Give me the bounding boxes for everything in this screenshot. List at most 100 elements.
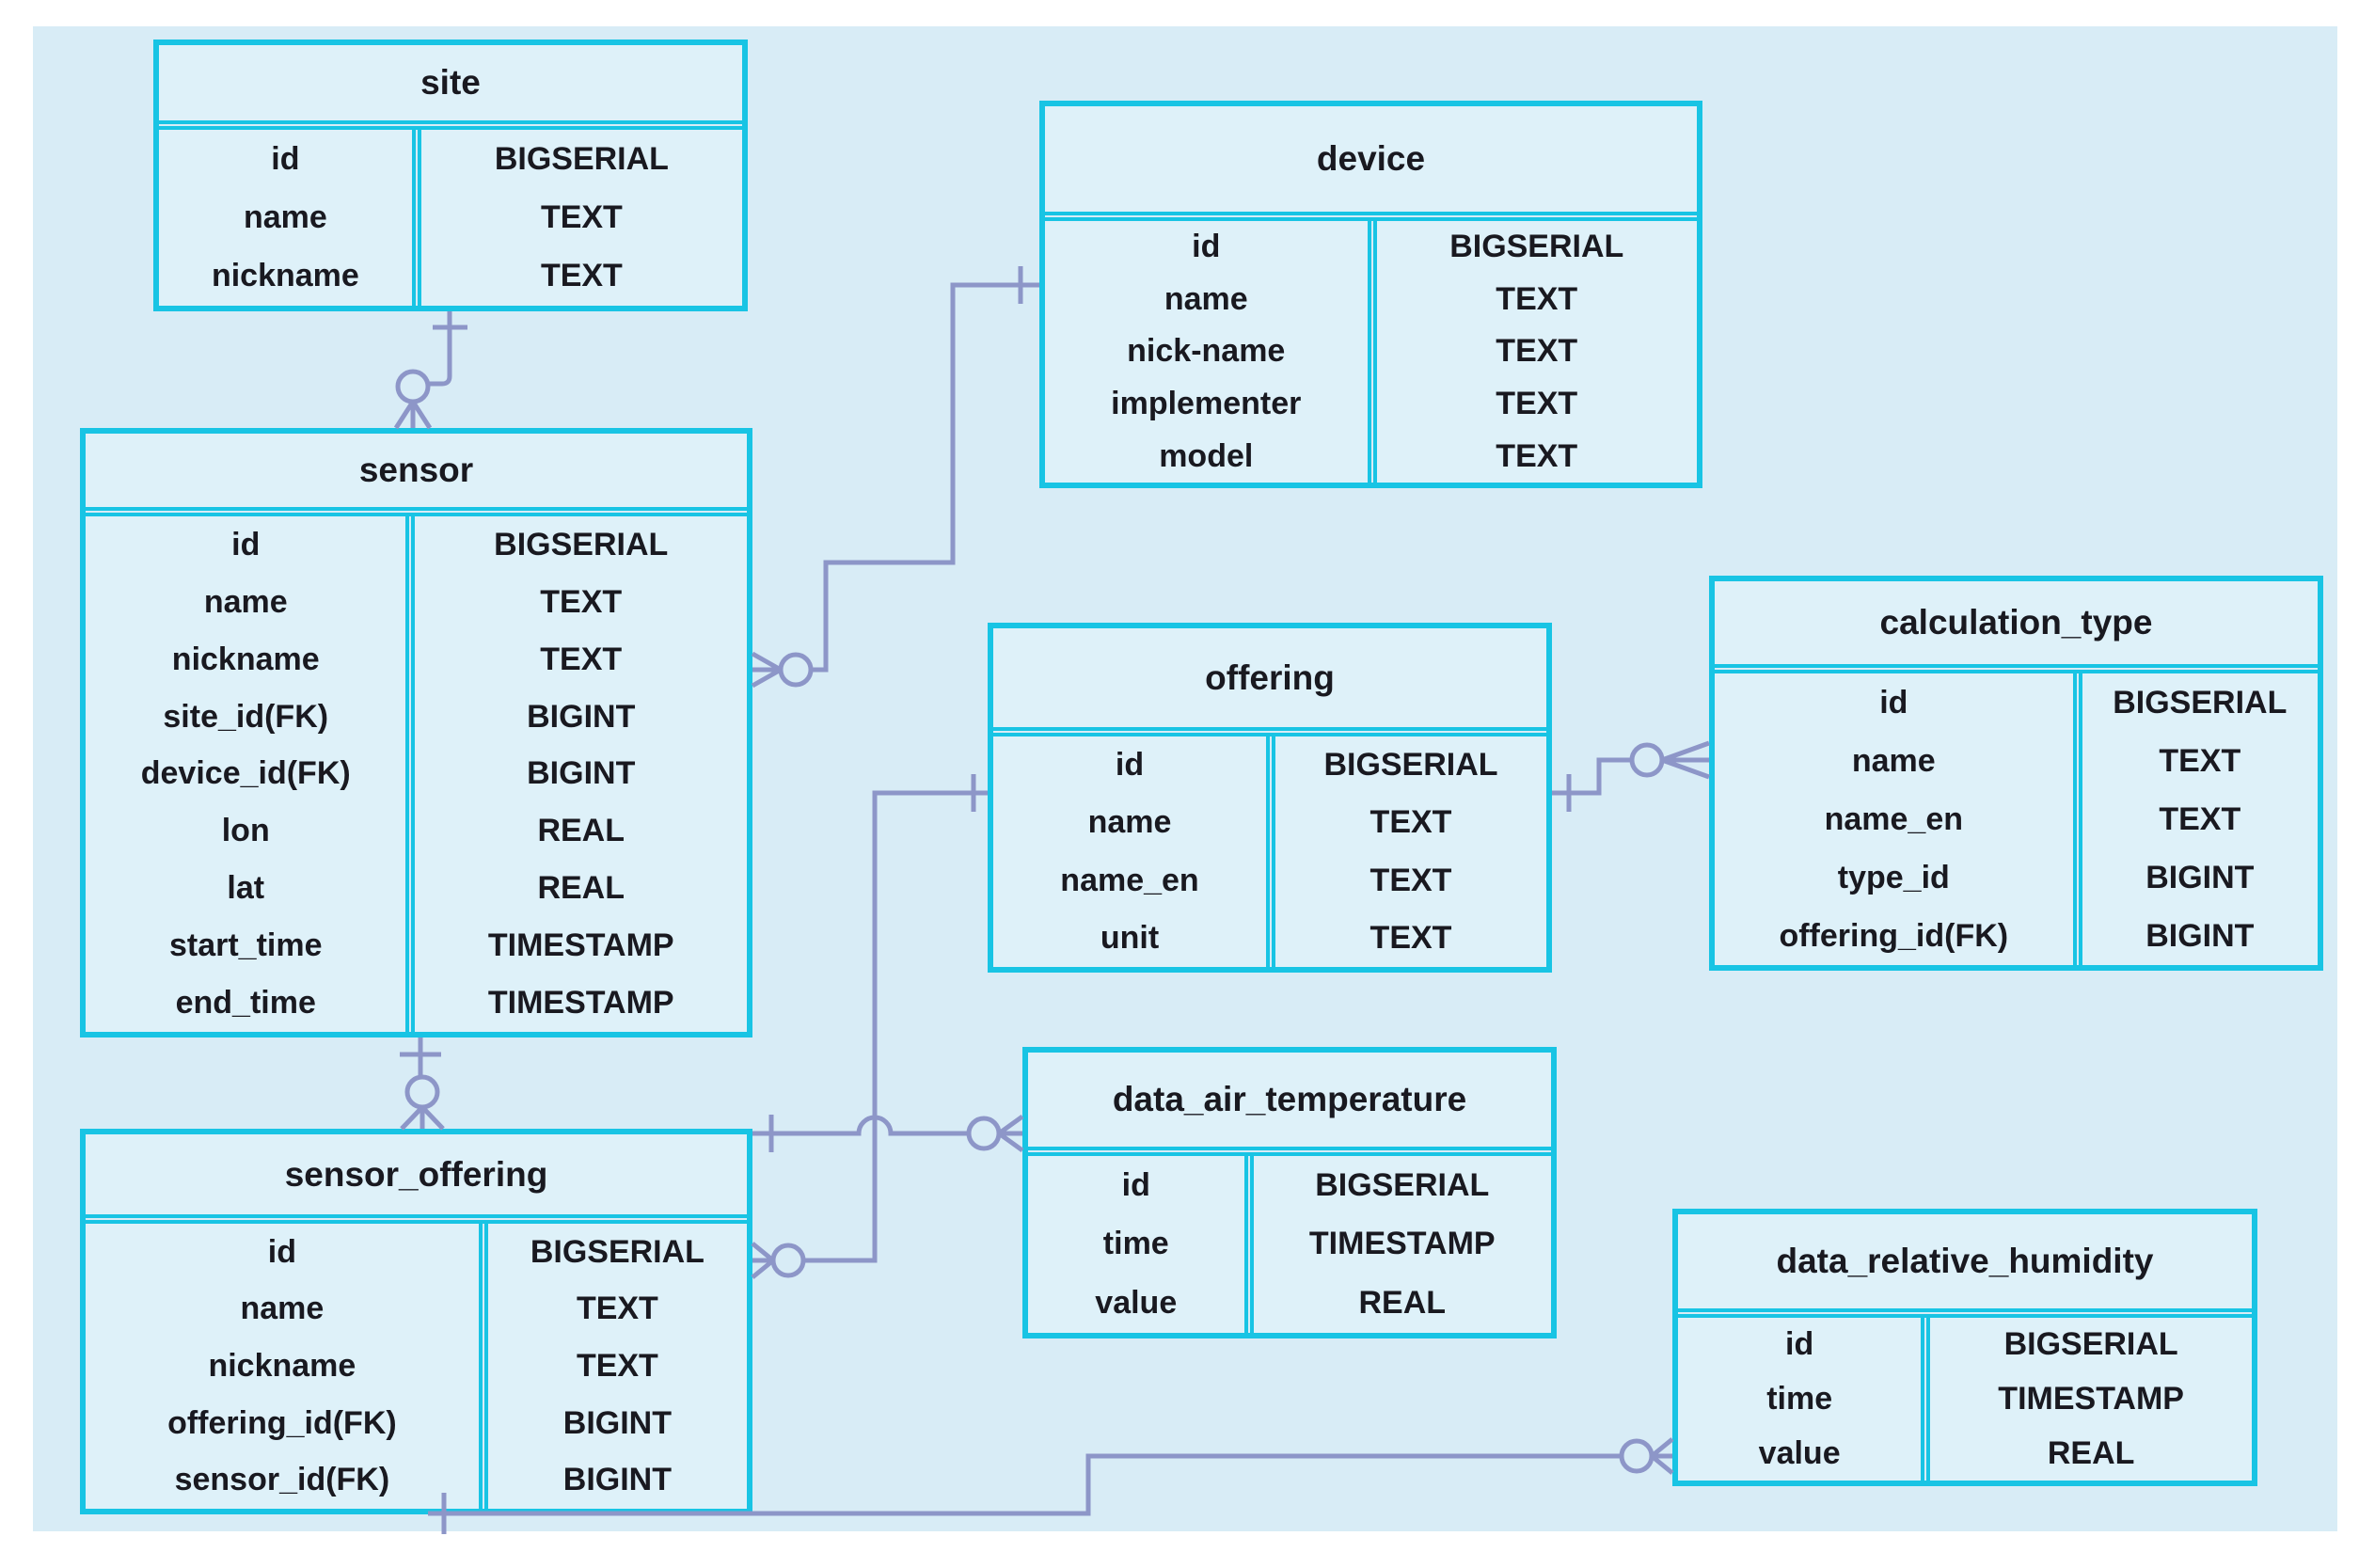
field-name: name	[1087, 804, 1172, 841]
field-name: id	[1879, 684, 1908, 721]
field-name: start_time	[168, 927, 323, 964]
field-name: name	[203, 583, 288, 620]
field-type: REAL	[2047, 1434, 2135, 1471]
field-type: TEXT	[576, 1347, 658, 1384]
field-type: BIGSERIAL	[1315, 1166, 1490, 1203]
table-title: device	[1045, 106, 1697, 215]
field-name-column: id name nickname site_id(FK) device_id(FK)lo…	[86, 516, 410, 1032]
field-type: BIGSERIAL	[1323, 747, 1498, 784]
field-type: TEXT	[2159, 742, 2241, 779]
field-name: end_time	[175, 985, 316, 1022]
field-type: BIGSERIAL	[530, 1233, 705, 1270]
field-type: TEXT	[540, 583, 623, 620]
field-name: nick-name	[1127, 333, 1286, 370]
field-type: TIMESTAMP	[487, 927, 674, 964]
table-title: site	[159, 45, 742, 124]
field-type: BIGSERIAL	[494, 140, 669, 177]
field-type: TIMESTAMP	[1308, 1226, 1496, 1262]
field-type: BIGSERIAL	[2003, 1326, 2178, 1363]
field-type: BIGINT	[527, 698, 636, 735]
field-type: TEXT	[1496, 280, 1578, 317]
field-type: TEXT	[2159, 800, 2241, 837]
field-type: BIGSERIAL	[2113, 684, 2288, 721]
field-name: nickname	[171, 641, 320, 677]
table-title: sensor	[86, 434, 747, 511]
field-name: id	[1785, 1326, 1814, 1363]
field-name: sensor_id(FK)	[174, 1462, 390, 1498]
field-type: TEXT	[1369, 919, 1452, 956]
field-name: time	[1102, 1226, 1169, 1262]
field-type-column: BIGSERIAL TEXT TEXT BIGINT BIGINT	[483, 1224, 747, 1509]
field-type-column: BIGSERIAL TIMESTAMP REAL	[1926, 1318, 2252, 1481]
field-type-column: BIGSERIAL TEXT TEXT TEXT	[1272, 736, 1546, 967]
field-type: TIMESTAMP	[487, 985, 674, 1022]
field-name: id	[231, 526, 261, 562]
field-name: offering_id(FK)	[1779, 917, 2009, 954]
field-type: TEXT	[576, 1291, 658, 1327]
field-name: name_en	[1060, 862, 1199, 898]
field-name: lon	[221, 813, 270, 849]
field-type: TIMESTAMP	[1998, 1380, 2184, 1417]
field-name: name	[1851, 742, 1936, 779]
table-body: id name nickname site_id(FK) device_id(FK)lo…	[86, 513, 747, 1032]
field-name: id	[1192, 229, 1221, 265]
table-title: data_relative_humidity	[1678, 1214, 2252, 1312]
field-type: TEXT	[1496, 386, 1578, 422]
field-type: BIGSERIAL	[1449, 229, 1624, 265]
table-title: data_air_temperature	[1028, 1053, 1551, 1150]
field-name: id	[271, 140, 300, 177]
field-type: REAL	[537, 870, 625, 907]
field-type: TEXT	[1369, 862, 1452, 898]
table-title: sensor_offering	[86, 1134, 747, 1218]
field-type: BIGSERIAL	[494, 526, 669, 562]
field-type: TEXT	[540, 258, 623, 294]
field-type: BIGINT	[527, 755, 636, 792]
table-title: offering	[993, 628, 1546, 731]
field-type: TEXT	[1496, 333, 1578, 370]
field-name: nickname	[211, 258, 359, 294]
field-name: nickname	[208, 1347, 356, 1384]
field-type: BIGINT	[2145, 917, 2255, 954]
field-type: REAL	[537, 813, 625, 849]
field-name: site_id(FK)	[163, 698, 329, 735]
field-type: BIGINT	[562, 1462, 672, 1498]
field-name: offering_id(FK)	[167, 1404, 397, 1441]
field-type: TEXT	[1496, 437, 1578, 474]
field-name: id	[267, 1233, 296, 1270]
field-name: id	[1115, 747, 1145, 784]
field-name: model	[1159, 437, 1254, 474]
field-type-column: BIGSERIAL TEXT TEXT TEXT TEXT	[1372, 221, 1697, 483]
field-name: name_en	[1824, 800, 1963, 837]
field-type: TEXT	[1369, 804, 1452, 841]
table-title: calculation_type	[1715, 581, 2318, 668]
field-name: implementer	[1111, 386, 1302, 422]
field-name: device_id(FK)	[140, 755, 351, 792]
field-name: id	[1121, 1166, 1150, 1203]
field-type: BIGINT	[562, 1404, 672, 1441]
field-name: unit	[1100, 919, 1160, 956]
